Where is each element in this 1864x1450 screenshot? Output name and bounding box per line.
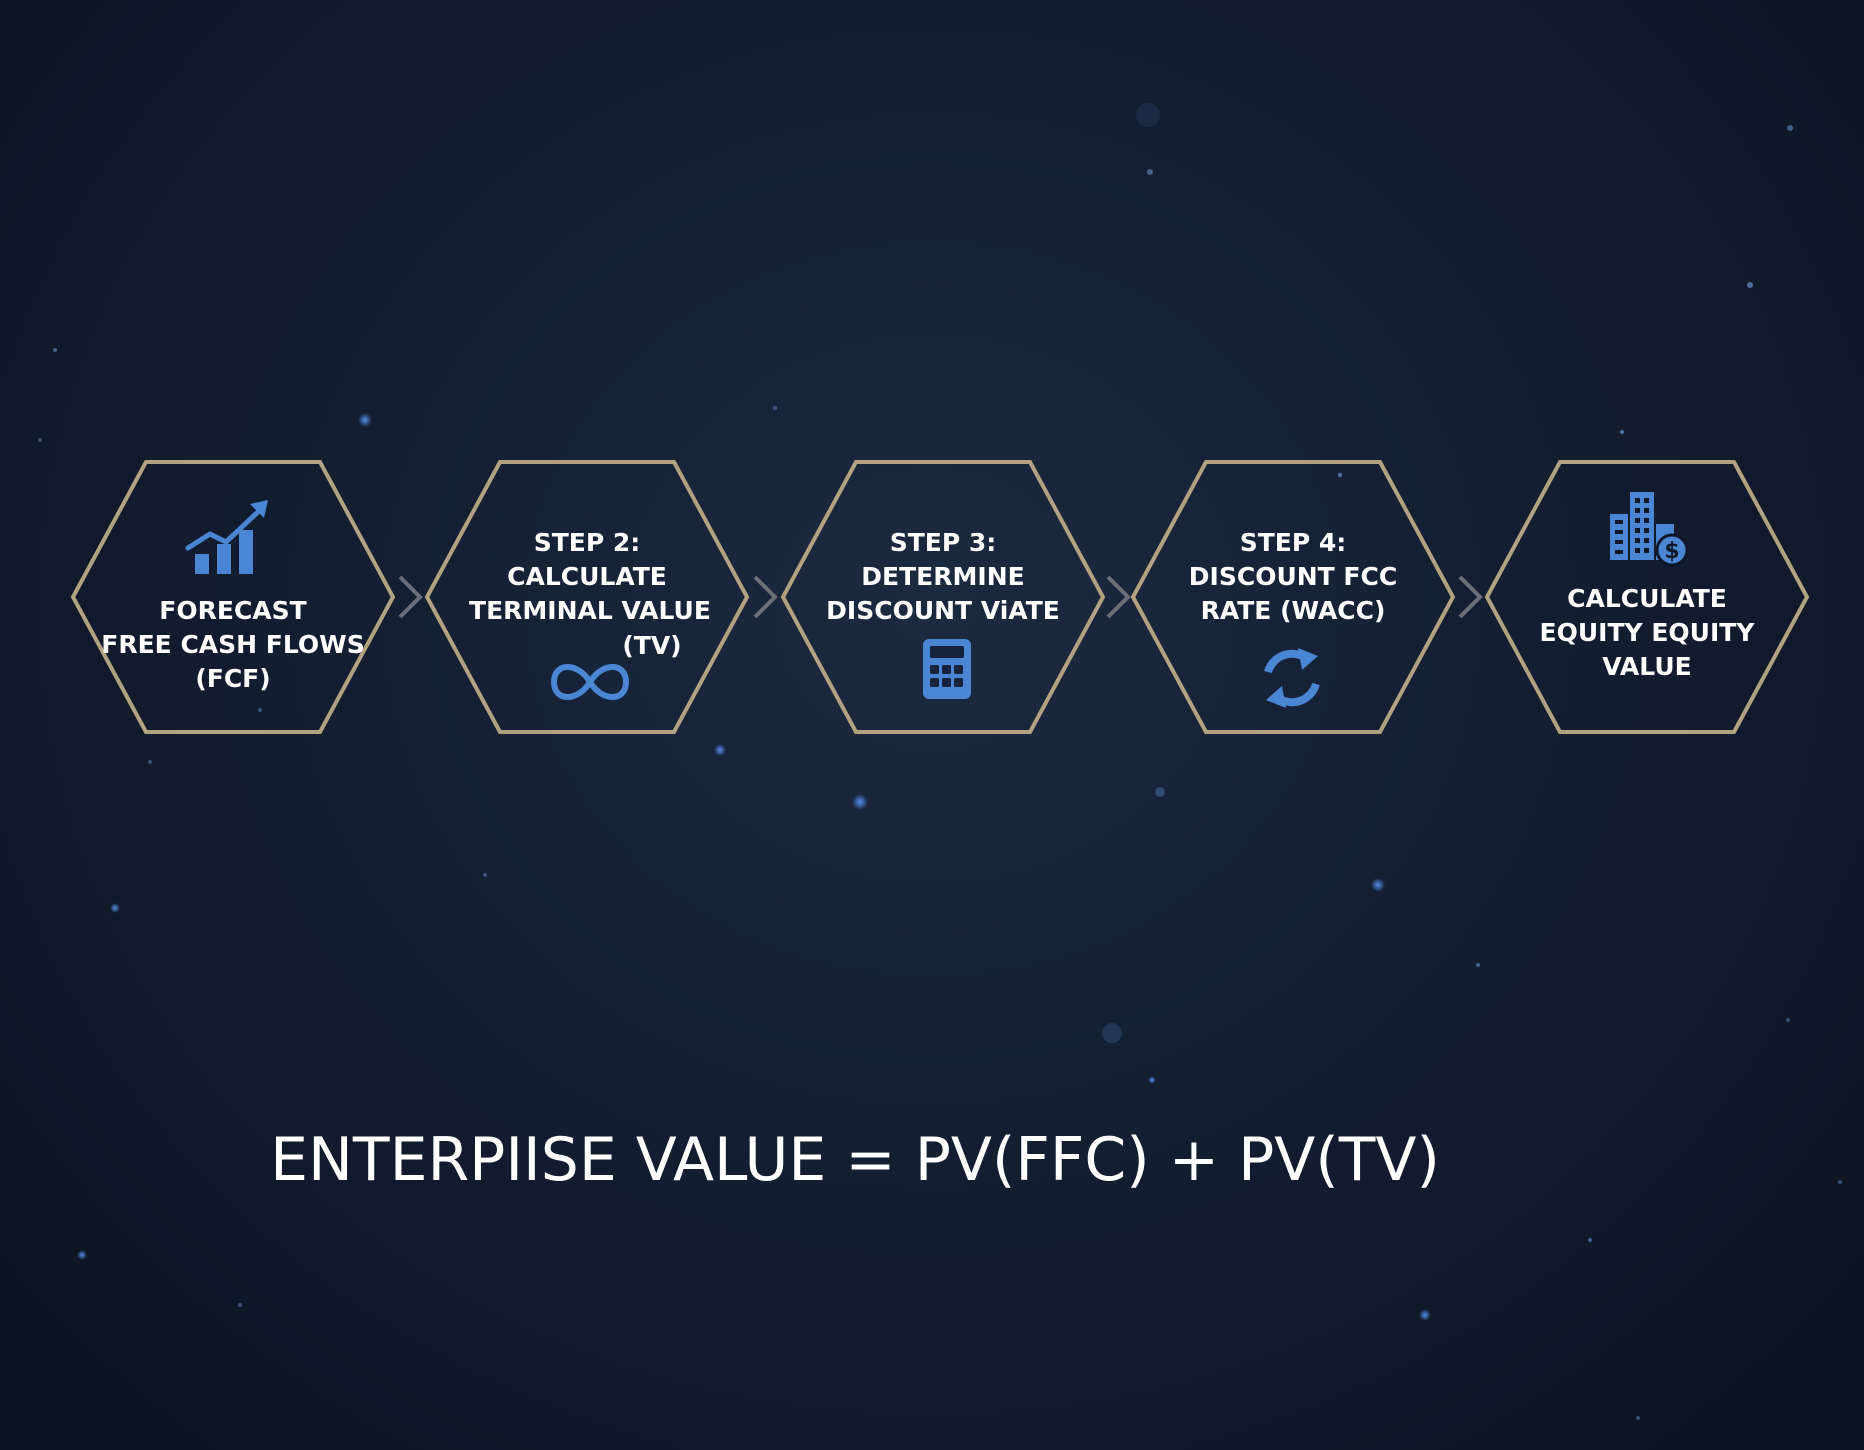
calculator-key <box>954 665 963 674</box>
step-label-line: (TV) <box>622 631 681 660</box>
building-window <box>1635 498 1640 503</box>
step-label-line: DISCOUNT FCC <box>1189 562 1397 591</box>
calculator-icon <box>923 639 971 699</box>
chart-bar <box>239 530 253 574</box>
flow-arrow-chevron <box>398 575 423 619</box>
dollar-coin <box>1655 533 1689 567</box>
building-window <box>1615 540 1623 544</box>
calculator-key <box>954 678 963 687</box>
building-window <box>1644 548 1649 553</box>
building <box>1630 492 1654 560</box>
chart-bar <box>217 544 231 574</box>
building-window <box>1615 550 1623 554</box>
step-node-5: $ CALCULATE EQUITY EQUITY VALUE <box>1484 460 1810 734</box>
step-hexagon <box>1484 460 1810 734</box>
step-hexagon <box>780 460 1106 734</box>
calculator-key <box>942 678 951 687</box>
calculator-key <box>930 665 939 674</box>
building-window <box>1635 508 1640 513</box>
building-window <box>1644 508 1649 513</box>
step-label-line: STEP 4: <box>1240 528 1347 557</box>
flow-arrow-chevron <box>1458 575 1483 619</box>
step-label-line: CALCULATE <box>507 562 667 591</box>
step-node-3: STEP 3: DETERMINE DISCOUNT ViATE <box>780 460 1106 734</box>
step-label-line: CALCULATE <box>1567 584 1727 613</box>
step-node-2: STEP 2: CALCULATE TERMINAL VALUE (TV) <box>424 460 750 734</box>
step-label-line: STEP 3: <box>890 528 997 557</box>
building-window <box>1644 538 1649 543</box>
refresh-arrowhead <box>1298 648 1318 670</box>
building-window <box>1615 530 1623 534</box>
step-label-line: TERMINAL VALUE <box>469 596 711 625</box>
chart-bar <box>195 554 209 574</box>
flow-arrow-chevron <box>753 575 778 619</box>
building-window <box>1644 498 1649 503</box>
calculator-key <box>942 665 951 674</box>
step-hexagon <box>1130 460 1456 734</box>
step-hexagon <box>424 460 750 734</box>
step-node-1: FORECAST FREE CASH FLOWS (FCF) <box>70 460 396 734</box>
building-dollar-icon: $ <box>1610 492 1689 567</box>
step-label-line: FREE CASH FLOWS <box>101 630 364 659</box>
building-window <box>1615 520 1623 524</box>
infinity-icon <box>550 664 630 700</box>
step-label-line: FORECAST <box>159 596 306 625</box>
flow-arrow-chevron <box>1106 575 1131 619</box>
building-window <box>1644 518 1649 523</box>
step-label-line: VALUE <box>1602 652 1691 681</box>
building <box>1610 514 1628 560</box>
trend-line <box>185 507 263 551</box>
refresh-cycle-icon <box>1264 648 1320 708</box>
calculator-screen <box>930 646 964 658</box>
building-window <box>1644 528 1649 533</box>
step-node-4: STEP 4: DISCOUNT FCC RATE (WACC) <box>1130 460 1456 734</box>
step-hexagon <box>70 460 396 734</box>
trend-arrowhead <box>250 500 268 518</box>
step-label-line: DISCOUNT ViATE <box>826 596 1060 625</box>
step-label-line: EQUITY EQUITY <box>1540 618 1756 647</box>
growth-chart-icon <box>185 500 268 574</box>
enterprise-value-equation: ENTERPIISE VALUE = PV(FFC) + PV(TV) <box>270 1125 1440 1195</box>
background-particles <box>38 103 1842 1420</box>
process-steps: FORECAST FREE CASH FLOWS (FCF) STEP 2: CALCU… <box>70 460 1810 734</box>
step-label-line: STEP 2: <box>534 528 641 557</box>
building-window <box>1635 538 1640 543</box>
step-label-line: DETERMINE <box>861 562 1024 591</box>
infinity-path <box>550 664 630 700</box>
dollar-sign: $ <box>1664 539 1679 564</box>
building-window <box>1635 518 1640 523</box>
refresh-arrowhead <box>1266 686 1286 708</box>
calculator-key <box>930 678 939 687</box>
step-label-line: RATE (WACC) <box>1201 596 1386 625</box>
building-window <box>1635 528 1640 533</box>
step-label-line: (FCF) <box>195 664 270 693</box>
building-window <box>1635 548 1640 553</box>
